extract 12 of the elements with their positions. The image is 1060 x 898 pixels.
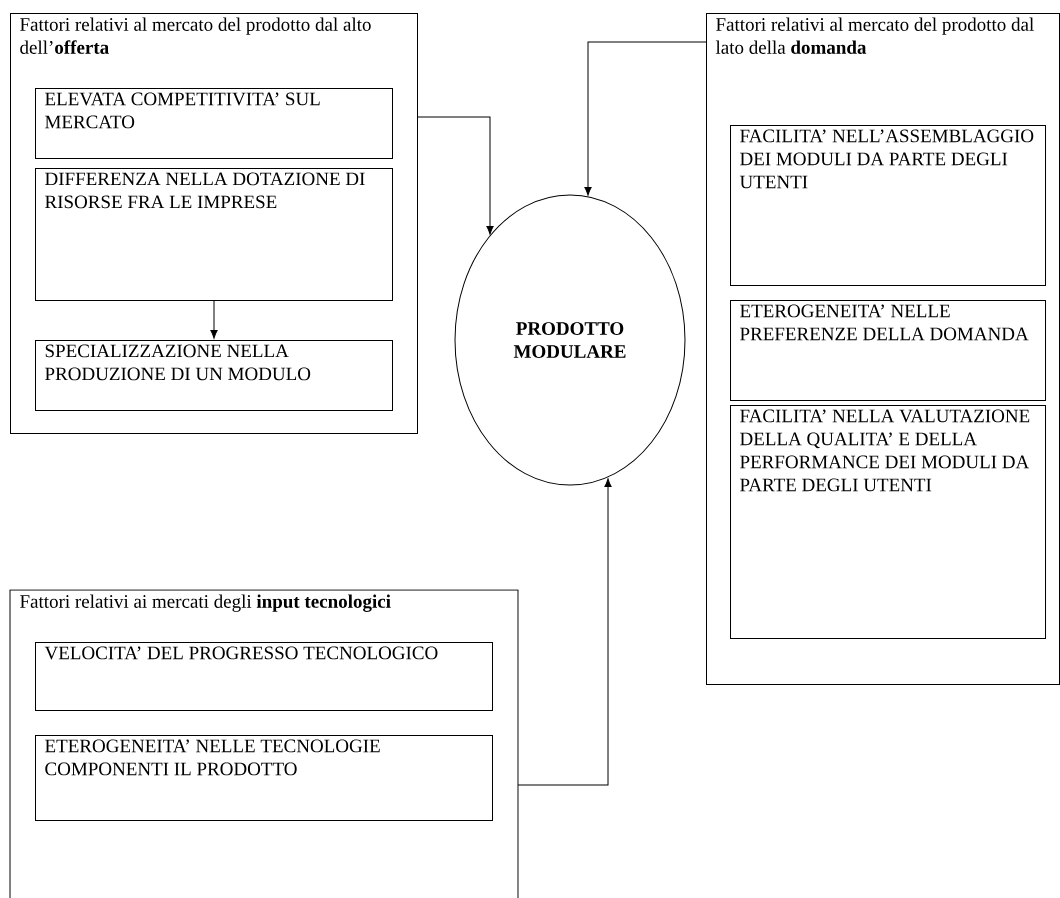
factor-box: DIFFERENZA NELLA DOTAZIONE DI RISORSE FRA LE IMPRESE xyxy=(35,168,393,301)
factor-box: VELOCITA’ DEL PROGRESSO TECNOLOGICO xyxy=(35,642,493,711)
factor-box: ETEROGENEITA’ NELLE PREFERENZE DELLA DOMANDA xyxy=(730,300,1046,401)
factor-box: FACILITA’ NELL’ASSEMBLAGGIO DEI MODULI DA PARTE DEGLI UTENTI xyxy=(730,125,1046,286)
arrow xyxy=(210,300,218,339)
factor-box: ELEVATA COMPETITIVITA’ SUL MERCATO xyxy=(35,88,393,159)
factor-box: ETEROGENEITA’ NELLE TECNOLOGIE COMPONENTI IL PRODOTTO xyxy=(35,735,493,821)
arrow xyxy=(517,478,612,786)
factor-box: SPECIALIZZAZIONE NELLA PRODUZIONE DI UN MODULO xyxy=(35,340,393,411)
arrow xyxy=(417,116,494,235)
arrow xyxy=(584,41,707,196)
factor-box: FACILITA’ NELLA VALUTAZIONE DELLA QUALITA’ E DELLA PERFORMANCE DEI MODULI DA PARTE DEGLI UTENTI xyxy=(730,405,1046,639)
